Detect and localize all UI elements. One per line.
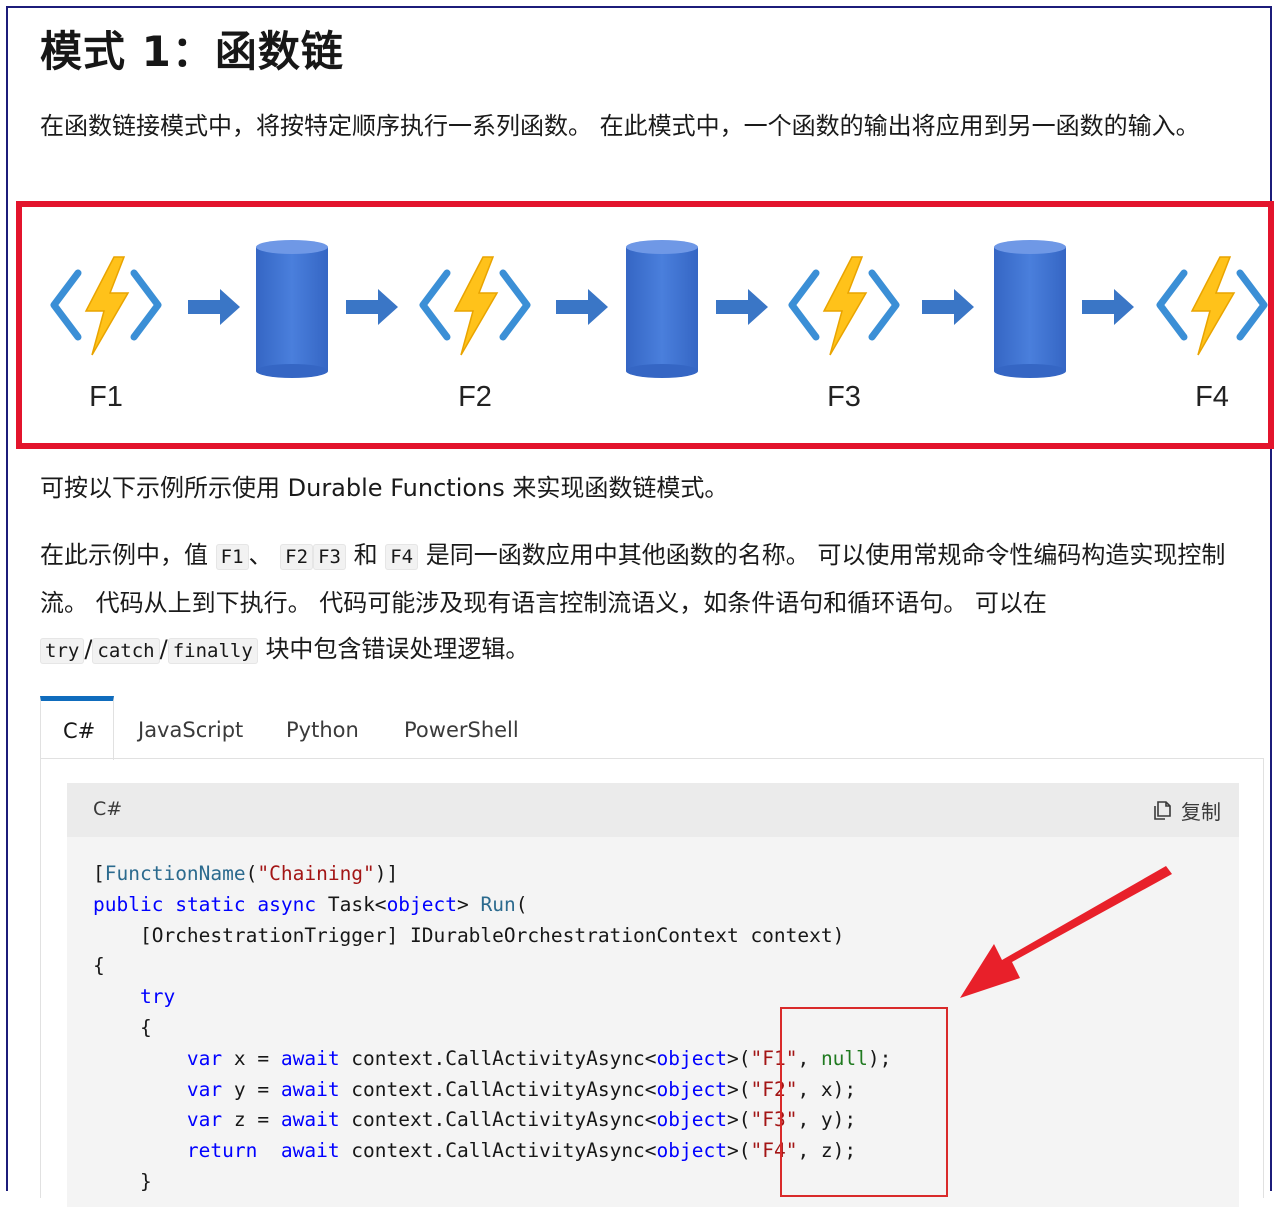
inline-code-f2: F2 xyxy=(280,544,314,570)
copy-icon xyxy=(1154,801,1171,820)
azure-function-icon xyxy=(1160,257,1264,355)
details-text: 和 xyxy=(353,541,378,569)
function-label: F2 xyxy=(458,381,492,413)
code-line: var z = await context.CallActivityAsync<… xyxy=(186,1108,857,1132)
usage-paragraph: 可按以下示例所示使用 Durable Functions 来实现函数链模式。 xyxy=(40,474,729,502)
inline-code-finally: finally xyxy=(167,638,258,664)
details-text: 是同一函数应用中其他函数的名称。 可以使用常规命令性编码构造实现控制流。 代码从… xyxy=(40,541,1226,617)
page-title: 模式 1：函数链 xyxy=(40,27,344,76)
code-line: return await context.CallActivityAsync<o… xyxy=(186,1139,857,1163)
code-line: { xyxy=(93,954,105,978)
page-frame xyxy=(6,6,1272,1191)
tab-python[interactable]: Python xyxy=(286,718,359,742)
code-line: [OrchestrationTrigger] IDurableOrchestra… xyxy=(93,923,845,947)
storage-cylinder-icon xyxy=(626,240,698,378)
separator: / xyxy=(84,635,93,663)
right-arrow-icon xyxy=(556,289,608,325)
inline-code-f1: F1 xyxy=(215,544,249,570)
right-arrow-icon xyxy=(346,289,398,325)
tab-csharp[interactable]: C# xyxy=(40,696,114,760)
code-block-header: C# 复制 xyxy=(67,783,1239,837)
highlight-box xyxy=(780,1007,948,1197)
code-line: var x = await context.CallActivityAsync<… xyxy=(186,1046,892,1070)
code-line: [FunctionName("Chaining")] xyxy=(93,862,399,885)
function-label: F4 xyxy=(1195,381,1229,413)
right-arrow-icon xyxy=(922,289,974,325)
intro-paragraph: 在函数链接模式中，将按特定顺序执行一系列函数。 在此模式中，一个函数的输出将应用… xyxy=(40,112,1200,140)
copy-label: 复制 xyxy=(1181,799,1221,824)
storage-cylinder-icon xyxy=(256,240,328,378)
function-label: F1 xyxy=(89,381,123,413)
inline-code-f4: F4 xyxy=(385,544,419,570)
code-block: [FunctionName("Chaining")] public static… xyxy=(67,837,1239,1207)
function-chaining-diagram: F1 F2 F3 F4 xyxy=(16,201,1274,449)
details-text: 在此示例中，值 xyxy=(40,541,208,569)
inline-code-f3: F3 xyxy=(313,544,346,570)
right-arrow-icon xyxy=(716,289,768,325)
azure-function-icon xyxy=(423,257,527,355)
separator: 、 xyxy=(248,541,273,569)
code-line: public static async Task<object> Run( xyxy=(93,892,528,916)
code-language-label: C# xyxy=(93,798,123,820)
diagram-canvas: F1 F2 F3 F4 xyxy=(22,240,1268,413)
tab-panel: C# 复制 [FunctionName("Chaining")] public … xyxy=(40,758,1264,1207)
azure-function-icon xyxy=(792,257,896,355)
tab-powershell[interactable]: PowerShell xyxy=(404,718,519,742)
azure-function-icon xyxy=(54,257,158,355)
code-line: var y = await context.CallActivityAsync<… xyxy=(186,1077,857,1101)
right-arrow-icon xyxy=(1082,289,1134,325)
details-text: 块中包含错误处理逻辑。 xyxy=(265,635,530,663)
tab-javascript[interactable]: JavaScript xyxy=(138,718,244,742)
language-tabs: C# JavaScript Python PowerShell xyxy=(40,696,1264,760)
code-line: } xyxy=(93,1169,152,1193)
copy-button[interactable]: 复制 xyxy=(1151,795,1221,825)
annotation-arrow-icon xyxy=(960,866,1172,998)
code-line: { xyxy=(93,1015,152,1039)
storage-cylinder-icon xyxy=(994,240,1066,378)
inline-code-catch: catch xyxy=(92,638,160,664)
code-content: [FunctionName("Chaining")] public static… xyxy=(93,859,891,1198)
inline-code-try: try xyxy=(40,638,85,664)
code-line: try xyxy=(139,985,176,1009)
function-label: F3 xyxy=(827,381,861,413)
separator: / xyxy=(159,635,168,663)
right-arrow-icon xyxy=(188,289,240,325)
